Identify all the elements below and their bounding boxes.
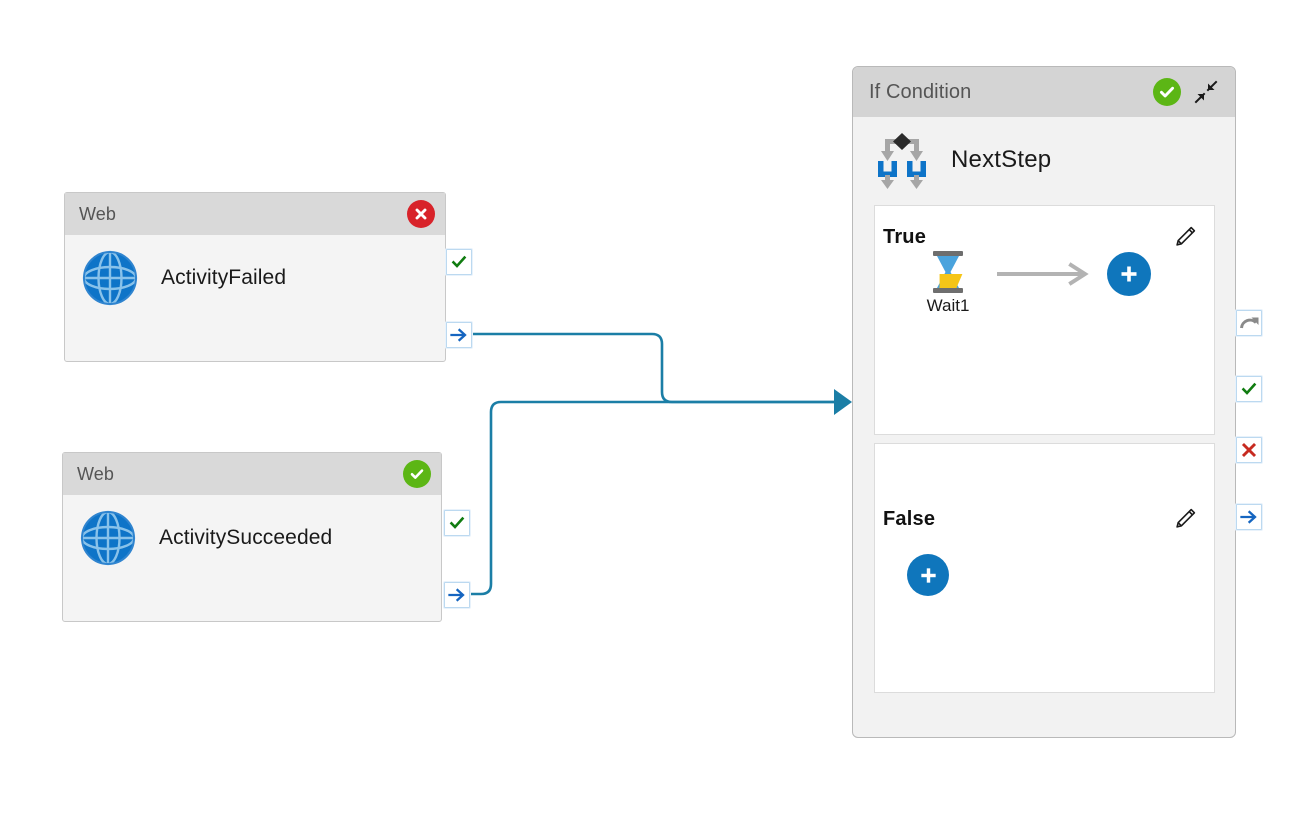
branch-false[interactable]: False bbox=[874, 443, 1215, 693]
activity-label: Wait1 bbox=[926, 296, 970, 315]
branch-decision-icon bbox=[871, 131, 933, 189]
panel-step-name: NextStep bbox=[951, 146, 1052, 173]
collapse-diagonal-icon[interactable] bbox=[1191, 77, 1221, 107]
activity-card-web-succeeded[interactable]: Web ActivityS bbox=[62, 452, 470, 622]
arrow-right-icon bbox=[997, 261, 1093, 287]
pencil-icon[interactable] bbox=[1172, 506, 1198, 532]
card-title: Web bbox=[77, 463, 114, 484]
card-header: Web bbox=[63, 453, 441, 495]
branch-content: Wait1 bbox=[875, 250, 1214, 316]
branch-list: True bbox=[874, 205, 1215, 693]
error-circle-icon bbox=[407, 200, 435, 228]
card-body: ActivitySucceeded bbox=[63, 495, 441, 581]
port-next-arrow[interactable] bbox=[444, 582, 470, 608]
port-failure-cross[interactable] bbox=[1236, 437, 1262, 463]
hourglass-icon bbox=[928, 250, 968, 294]
panel-step-row: NextStep bbox=[853, 117, 1235, 199]
card-header: Web bbox=[65, 193, 445, 235]
panel-title: If Condition bbox=[869, 80, 972, 103]
globe-icon bbox=[79, 509, 137, 567]
port-success-check[interactable] bbox=[446, 249, 472, 275]
if-condition-panel[interactable]: If Condition bbox=[852, 66, 1236, 738]
globe-icon bbox=[81, 249, 139, 307]
branch-label: False bbox=[883, 507, 936, 530]
panel-header: If Condition bbox=[853, 67, 1235, 117]
check-circle-icon bbox=[403, 460, 431, 488]
check-circle-icon bbox=[1153, 78, 1181, 106]
branch-header: True bbox=[875, 206, 1214, 250]
port-next-arrow[interactable] bbox=[446, 322, 472, 348]
branch-content bbox=[875, 532, 1214, 596]
pencil-icon[interactable] bbox=[1172, 224, 1198, 250]
add-activity-button[interactable] bbox=[1107, 252, 1151, 296]
branch-header: False bbox=[875, 444, 1214, 532]
card-title: Web bbox=[79, 203, 116, 224]
add-activity-button[interactable] bbox=[907, 554, 949, 596]
activity-card-web-failed[interactable]: Web ActivityF bbox=[64, 192, 472, 362]
port-success-check[interactable] bbox=[1236, 376, 1262, 402]
activity-node-wait1[interactable]: Wait1 bbox=[913, 250, 983, 316]
card-body: ActivityFailed bbox=[65, 235, 445, 321]
port-success-check[interactable] bbox=[444, 510, 470, 536]
branch-true[interactable]: True bbox=[874, 205, 1215, 435]
activity-label: ActivityFailed bbox=[161, 266, 287, 289]
port-retry-loop[interactable] bbox=[1236, 310, 1262, 336]
activity-label: ActivitySucceeded bbox=[159, 526, 333, 549]
branch-label: True bbox=[883, 225, 927, 248]
port-next-arrow[interactable] bbox=[1236, 504, 1262, 530]
